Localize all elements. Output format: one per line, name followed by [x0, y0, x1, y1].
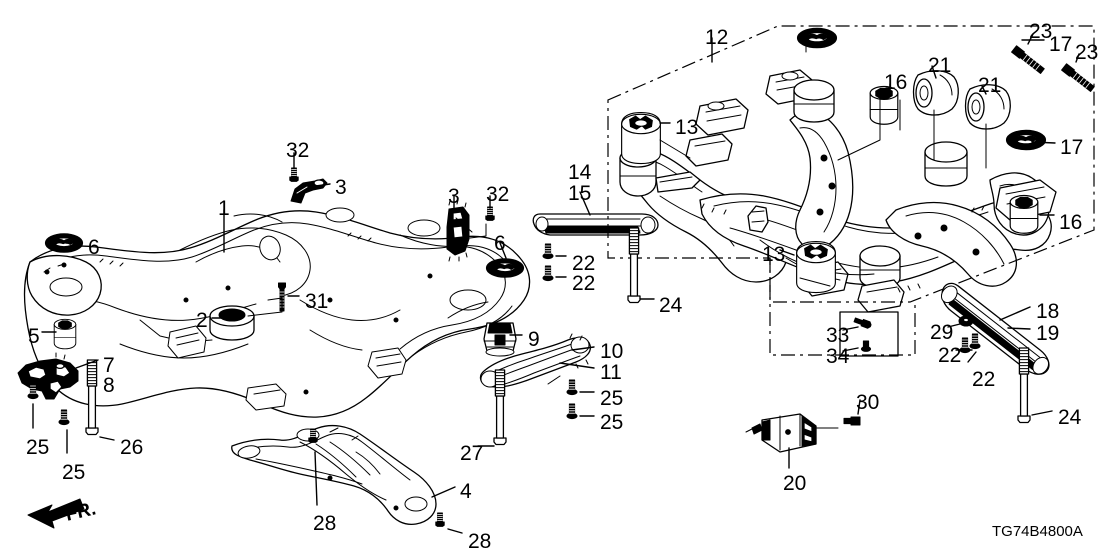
flange-bolt-arm-left-art	[959, 337, 971, 354]
bracket-plate-art	[17, 352, 79, 400]
bracket-bolt-art	[843, 416, 861, 426]
callout-22d[interactable]: 22	[972, 368, 996, 391]
insulator-washer-top-art	[796, 27, 838, 49]
callout-8[interactable]: 8	[103, 374, 115, 397]
callout-33[interactable]: 33	[826, 324, 850, 347]
front-direction-label: FR.	[63, 498, 99, 526]
callout-28b[interactable]: 28	[468, 530, 492, 553]
callout-18[interactable]: 18	[1036, 300, 1060, 323]
callout-12[interactable]: 12	[705, 26, 729, 49]
rear-cross-beam-art	[231, 424, 437, 526]
callout-23b[interactable]: 23	[1075, 41, 1099, 64]
callout-32b[interactable]: 32	[486, 183, 510, 206]
support-brace-art	[532, 213, 659, 236]
arm-washer-art	[958, 315, 974, 327]
upper-mount-rubber-right-art	[485, 258, 525, 278]
callout-25c[interactable]: 25	[600, 387, 624, 410]
differential-mount-bracket-art	[745, 413, 817, 453]
flange-bolt-long-right-art	[1061, 63, 1095, 92]
callout-16a[interactable]: 16	[884, 71, 908, 94]
callout-11[interactable]: 11	[600, 361, 622, 384]
callout-15[interactable]: 15	[568, 182, 592, 205]
bush-left-art	[912, 70, 959, 116]
detail-screw-a-art	[853, 317, 872, 329]
callout-28a[interactable]: 28	[313, 512, 337, 535]
callout-3a[interactable]: 3	[335, 176, 347, 199]
long-bolt-left-art	[85, 359, 99, 436]
callout-26[interactable]: 26	[120, 436, 144, 459]
callout-21b[interactable]: 21	[978, 74, 1002, 97]
flange-bolt-long-left-art	[1011, 45, 1045, 74]
callout-2[interactable]: 2	[196, 309, 208, 332]
callout-34[interactable]: 34	[826, 345, 850, 368]
leader-lines	[32, 29, 1080, 534]
callout-25a[interactable]: 25	[26, 436, 50, 459]
mounting-collar-art	[53, 318, 77, 350]
front-sub-frame-artwork	[23, 207, 531, 418]
callout-31[interactable]: 31	[305, 290, 329, 313]
callout-17a[interactable]: 17	[1049, 33, 1073, 56]
rear-sub-frame-artwork	[619, 69, 1057, 313]
callout-10[interactable]: 10	[600, 340, 624, 363]
callout-4[interactable]: 4	[460, 480, 472, 503]
bolt-left-a-art	[27, 383, 39, 400]
callout-25b[interactable]: 25	[62, 461, 86, 484]
callout-32a[interactable]: 32	[286, 139, 310, 162]
callout-16b[interactable]: 16	[1059, 211, 1083, 234]
callout-14[interactable]: 14	[568, 161, 592, 184]
callout-25d[interactable]: 25	[600, 411, 624, 434]
callout-24b[interactable]: 24	[1058, 406, 1082, 429]
callout-24a[interactable]: 24	[659, 294, 683, 317]
callout-23a[interactable]: 23	[1029, 20, 1053, 43]
callout-27[interactable]: 27	[460, 442, 484, 465]
upper-mount-rubber-left-art	[44, 233, 84, 253]
callout-29[interactable]: 29	[930, 321, 954, 344]
bolt-beam-right-art	[435, 512, 445, 527]
callout-7[interactable]: 7	[103, 354, 115, 377]
stay-bracket-right-art	[446, 199, 470, 262]
long-bolt-center-art	[627, 227, 641, 304]
bolt-center-b-art	[566, 403, 578, 420]
flange-bolt-lower-art	[542, 265, 554, 282]
callout-6a[interactable]: 6	[88, 236, 100, 259]
long-bolt-right-art	[1017, 347, 1031, 424]
callout-20[interactable]: 20	[783, 472, 807, 495]
damper-mount-art	[483, 322, 517, 357]
long-bolt-lower-center-art	[493, 369, 507, 446]
callout-21a[interactable]: 21	[928, 54, 952, 77]
callout-13b[interactable]: 13	[762, 243, 786, 266]
flange-bolt-upper-art	[542, 243, 554, 260]
stay-bolt-left-art	[289, 167, 299, 182]
callout-3b[interactable]: 3	[448, 185, 460, 208]
callout-6b[interactable]: 6	[494, 232, 506, 255]
bolt-beam-left-art	[308, 428, 318, 443]
callout-30[interactable]: 30	[856, 391, 880, 414]
mount-bolt-frame-art	[278, 282, 286, 312]
callout-19[interactable]: 19	[1036, 322, 1060, 345]
bush-collar-lower-art	[1009, 194, 1039, 234]
rear-mount-bush-upper-art	[621, 111, 661, 165]
bolt-center-a-art	[566, 379, 578, 396]
detail-screw-b-art	[860, 340, 872, 352]
callout-17b[interactable]: 17	[1060, 136, 1084, 159]
callout-1[interactable]: 1	[218, 197, 230, 220]
callout-13a[interactable]: 13	[675, 116, 699, 139]
stay-bolt-right-art	[485, 206, 495, 221]
callout-22c[interactable]: 22	[938, 344, 962, 367]
callout-22a[interactable]: 22	[572, 252, 596, 275]
callout-22b[interactable]: 22	[572, 272, 596, 295]
callout-9[interactable]: 9	[528, 328, 540, 351]
callout-5[interactable]: 5	[28, 325, 40, 348]
rear-mount-bush-lower-art	[796, 240, 836, 294]
sub-frame-mounting-rubber-art	[209, 305, 255, 341]
flange-bolt-arm-right-art	[969, 333, 981, 350]
insulator-washer-right-art	[1005, 129, 1047, 151]
group-12-boundary	[607, 25, 1095, 303]
diagram-code: TG74B4800A	[992, 523, 1083, 540]
bolt-left-b-art	[58, 409, 70, 426]
stay-bracket-left-art	[290, 178, 328, 204]
